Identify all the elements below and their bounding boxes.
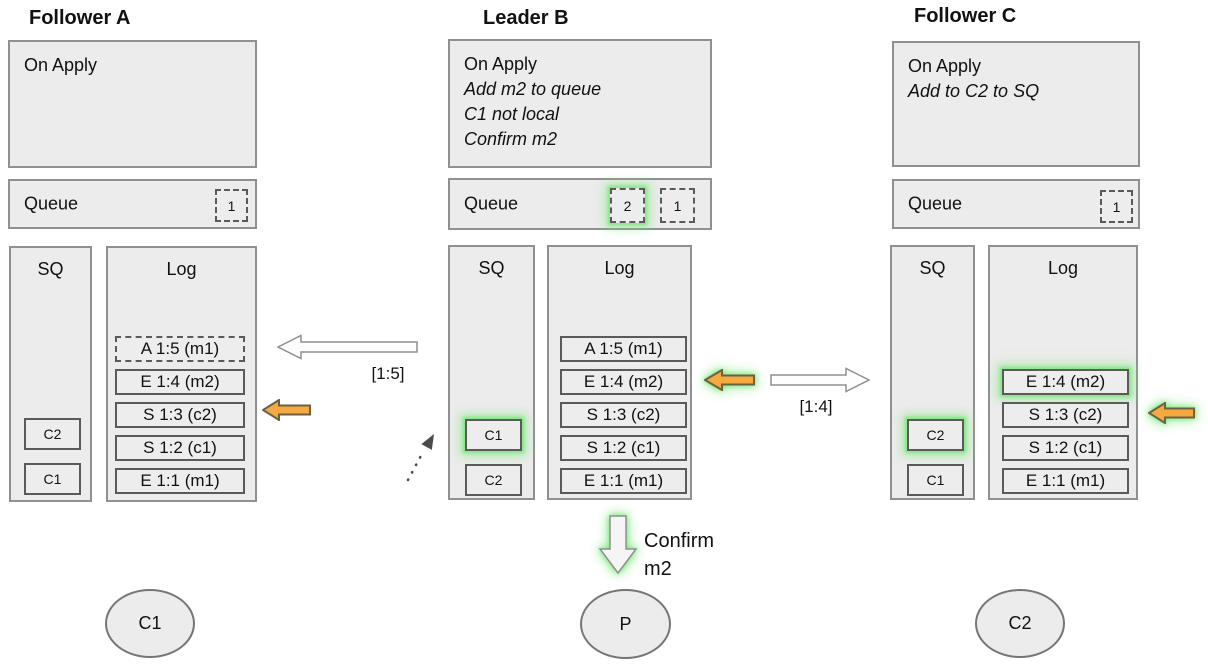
sq-item-b-c2: C2 bbox=[465, 464, 522, 496]
queue-slot-a-1: 1 bbox=[215, 189, 248, 222]
queue-slot-c-1: 1 bbox=[1100, 190, 1133, 223]
enqueue-dotted-arrow bbox=[406, 434, 434, 482]
on-apply-note: Add m2 to queue bbox=[464, 79, 602, 99]
log-box-c: Log E 1:4 (m2) S 1:3 (c2) S 1:2 (c1) E 1… bbox=[988, 245, 1138, 500]
apply-pointer-arrow-c bbox=[1148, 402, 1195, 424]
queue-box-c: Queue 1 bbox=[892, 179, 1140, 229]
log-box-b: Log A 1:5 (m1) E 1:4 (m2) S 1:3 (c2) S 1… bbox=[547, 245, 692, 500]
apply-pointer-arrow-b bbox=[704, 369, 755, 391]
replicate-arrow-to-c bbox=[770, 367, 870, 393]
queue-box-a: Queue 1 bbox=[8, 179, 257, 229]
sq-box-a: SQ C2 C1 bbox=[9, 246, 92, 502]
log-entry-b-1-5: A 1:5 (m1) bbox=[560, 336, 687, 362]
sq-label-a: SQ bbox=[37, 259, 64, 279]
log-entry-c-1-4: E 1:4 (m2) bbox=[1002, 369, 1129, 395]
on-apply-heading-a: On Apply bbox=[24, 55, 98, 75]
log-entry-c-1-2: S 1:2 (c1) bbox=[1002, 435, 1129, 461]
on-apply-box-b: On Apply Add m2 to queue C1 not local Co… bbox=[448, 39, 712, 168]
sq-box-c: SQ C2 C1 bbox=[890, 245, 975, 500]
sq-item-b-c1: C1 bbox=[465, 419, 522, 451]
queue-label-b: Queue bbox=[464, 193, 519, 214]
sq-item-c-c2: C2 bbox=[907, 419, 964, 451]
log-entry-c-1-1: E 1:1 (m1) bbox=[1002, 468, 1129, 494]
log-entry-b-1-4: E 1:4 (m2) bbox=[560, 369, 687, 395]
sq-item-a-c2: C2 bbox=[24, 418, 81, 450]
log-entry-b-1-2: S 1:2 (c1) bbox=[560, 435, 687, 461]
sq-item-c-c1: C1 bbox=[907, 464, 964, 496]
on-apply-note: Add to C2 to SQ bbox=[908, 81, 1040, 101]
node-title-follower-a: Follower A bbox=[29, 7, 131, 29]
on-apply-note: Confirm m2 bbox=[464, 129, 558, 149]
sq-label-b: SQ bbox=[478, 258, 505, 278]
sq-item-a-c1: C1 bbox=[24, 463, 81, 495]
log-entry-a-1-3: S 1:3 (c2) bbox=[115, 402, 245, 428]
log-label-c: Log bbox=[1047, 258, 1079, 278]
on-apply-note: C1 not local bbox=[464, 104, 560, 124]
confirm-label: Confirm m2 bbox=[644, 530, 715, 580]
node-title-leader-b: Leader B bbox=[483, 7, 569, 29]
client-node-c2: C2 bbox=[975, 589, 1065, 658]
log-entry-c-1-3: S 1:3 (c2) bbox=[1002, 402, 1129, 428]
replicate-range-label-c: [1:4] bbox=[799, 397, 833, 416]
on-apply-heading-b: On Apply bbox=[464, 54, 538, 74]
replicate-range-label-a: [1:5] bbox=[371, 364, 405, 383]
on-apply-box-c: On Apply Add to C2 to SQ bbox=[892, 41, 1140, 167]
log-entry-b-1-3: S 1:3 (c2) bbox=[560, 402, 687, 428]
apply-pointer-arrow-a bbox=[262, 399, 311, 421]
log-entry-b-1-1: E 1:1 (m1) bbox=[560, 468, 687, 494]
sq-box-b: SQ C1 C2 bbox=[448, 245, 535, 500]
log-entry-a-1-2: S 1:2 (c1) bbox=[115, 435, 245, 461]
client-node-c1: C1 bbox=[105, 589, 195, 658]
log-entry-a-1-1: E 1:1 (m1) bbox=[115, 468, 245, 494]
queue-slot-b-1: 1 bbox=[660, 188, 695, 223]
log-entry-a-1-4: E 1:4 (m2) bbox=[115, 369, 245, 395]
client-node-p: P bbox=[580, 589, 671, 659]
log-box-a: Log A 1:5 (m1) E 1:4 (m2) S 1:3 (c2) S 1… bbox=[106, 246, 257, 502]
on-apply-box-a: On Apply bbox=[8, 40, 257, 168]
confirm-down-arrow bbox=[598, 515, 638, 575]
queue-label-a: Queue bbox=[24, 193, 79, 214]
node-title-follower-c: Follower C bbox=[914, 5, 1017, 27]
queue-label-c: Queue bbox=[908, 193, 963, 214]
replicate-arrow-to-a bbox=[277, 334, 418, 360]
log-label-a: Log bbox=[166, 259, 197, 279]
log-entry-a-1-5: A 1:5 (m1) bbox=[115, 336, 245, 362]
log-label-b: Log bbox=[604, 258, 635, 278]
queue-box-b: Queue 2 1 bbox=[448, 178, 712, 230]
on-apply-heading-c: On Apply bbox=[908, 56, 982, 76]
queue-slot-b-2: 2 bbox=[610, 188, 645, 223]
sq-label-c: SQ bbox=[919, 258, 946, 278]
